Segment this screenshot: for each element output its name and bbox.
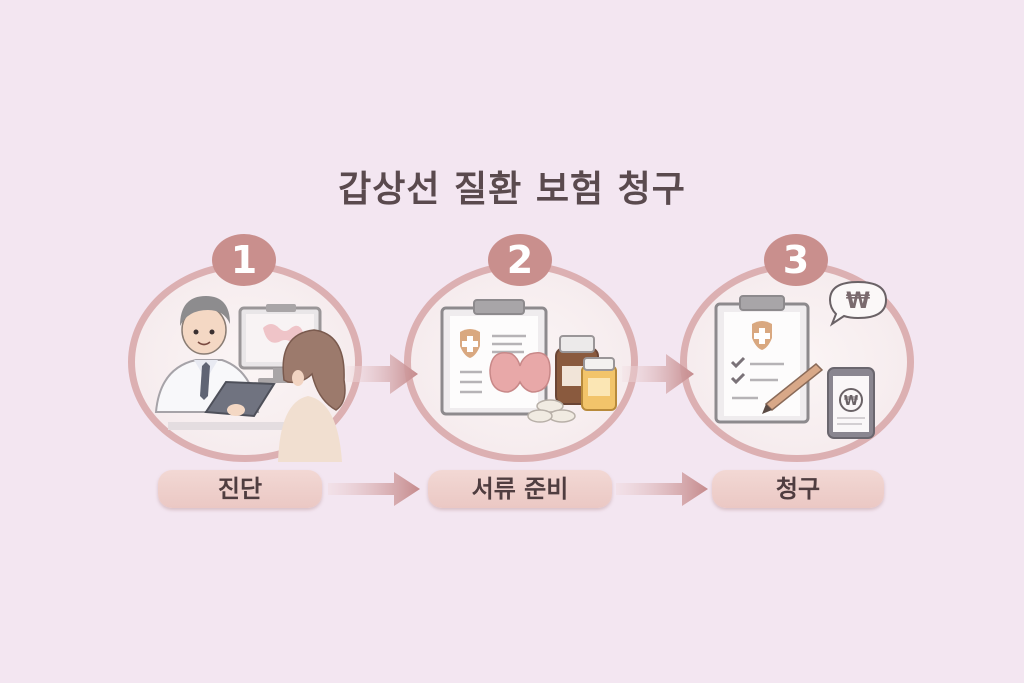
page-title: 갑상선 질환 보험 청구 <box>338 169 686 210</box>
step-arrow-1-to-2 <box>346 354 418 394</box>
label-arrow-2-to-3 <box>616 472 708 506</box>
step-arrow-2-to-3 <box>622 354 694 394</box>
won-currency-icon: ₩ <box>844 394 859 409</box>
label-arrow-1-to-2 <box>328 472 420 506</box>
step-label-document-prep: 서류 준비 <box>428 470 612 508</box>
document-thyroid-medication-icon <box>440 299 617 423</box>
step-number-badge: 2 <box>488 234 552 286</box>
step-1-diagnosis: 1 <box>128 234 362 462</box>
won-currency-icon: ₩ <box>846 289 870 314</box>
claim-form-payment-icon: ₩ ₩ <box>714 280 888 439</box>
step-label-claim: 청구 <box>712 470 884 508</box>
step-number-badge: 3 <box>764 234 828 286</box>
step-number-badge: 1 <box>212 234 276 286</box>
step-3-claim: 3 ₩ ₩ <box>680 234 914 462</box>
doctor-patient-consultation-icon <box>154 296 346 462</box>
step-label-diagnosis: 진단 <box>158 470 322 508</box>
step-2-document-prep: 2 <box>404 234 638 462</box>
